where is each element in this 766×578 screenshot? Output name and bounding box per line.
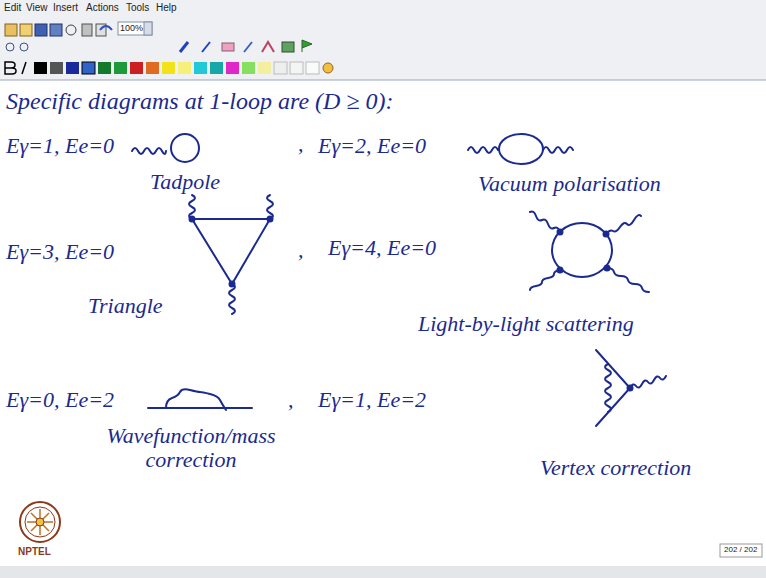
menu-item: Actions: [86, 2, 119, 13]
light-by-light-diagram: [530, 212, 649, 293]
toolbar-ground: [0, 0, 766, 80]
external-legs: Eγ=4, Ee=0: [328, 236, 436, 260]
external-legs: Eγ=0, Ee=2: [6, 388, 114, 412]
menu-item: Tools: [126, 2, 149, 13]
separator-comma: ,: [288, 388, 294, 412]
diagram-name: Vertex correction: [540, 456, 691, 480]
diagram-name: Vacuum polarisation: [478, 172, 661, 196]
external-legs: Eγ=3, Ee=0: [6, 240, 114, 264]
color-swatches: [5, 62, 333, 74]
vacuum-polarisation-diagram: [468, 134, 573, 164]
external-legs: Eγ=1, Ee=0: [6, 134, 114, 158]
zoom-level: 100%: [120, 24, 143, 34]
menu-item: View: [26, 2, 48, 13]
heading-note: Specific diagrams at 1-loop are (D ≥ 0):: [6, 88, 394, 114]
menu-item: Insert: [53, 2, 78, 13]
separator-comma: ,: [298, 238, 304, 262]
page-counter: 202 / 202: [724, 546, 757, 555]
nptel-logo: [20, 502, 60, 542]
logo-text: NPTEL: [18, 546, 51, 557]
external-legs: Eγ=2, Ee=0: [318, 134, 426, 158]
menu-item: Help: [156, 2, 177, 13]
vertex-correction-diagram: [596, 350, 666, 426]
tadpole-diagram: [132, 134, 199, 162]
page-counter-box: [720, 544, 762, 557]
triangle-diagram: [189, 195, 273, 314]
menu-item: Edit: [4, 2, 21, 13]
diagram-name: Light-by-light scattering: [418, 312, 634, 336]
self-energy-diagram: [148, 389, 252, 410]
toolbar-icons: [5, 22, 312, 52]
external-legs: Eγ=1, Ee=2: [318, 388, 426, 412]
diagram-name: Tadpole: [150, 170, 220, 194]
toolbar-border: [0, 80, 766, 81]
status-bar: [0, 566, 766, 578]
diagram-name: Wavefunction/mass correction: [96, 424, 286, 472]
separator-comma: ,: [298, 132, 304, 156]
diagram-name: Triangle: [88, 294, 163, 318]
